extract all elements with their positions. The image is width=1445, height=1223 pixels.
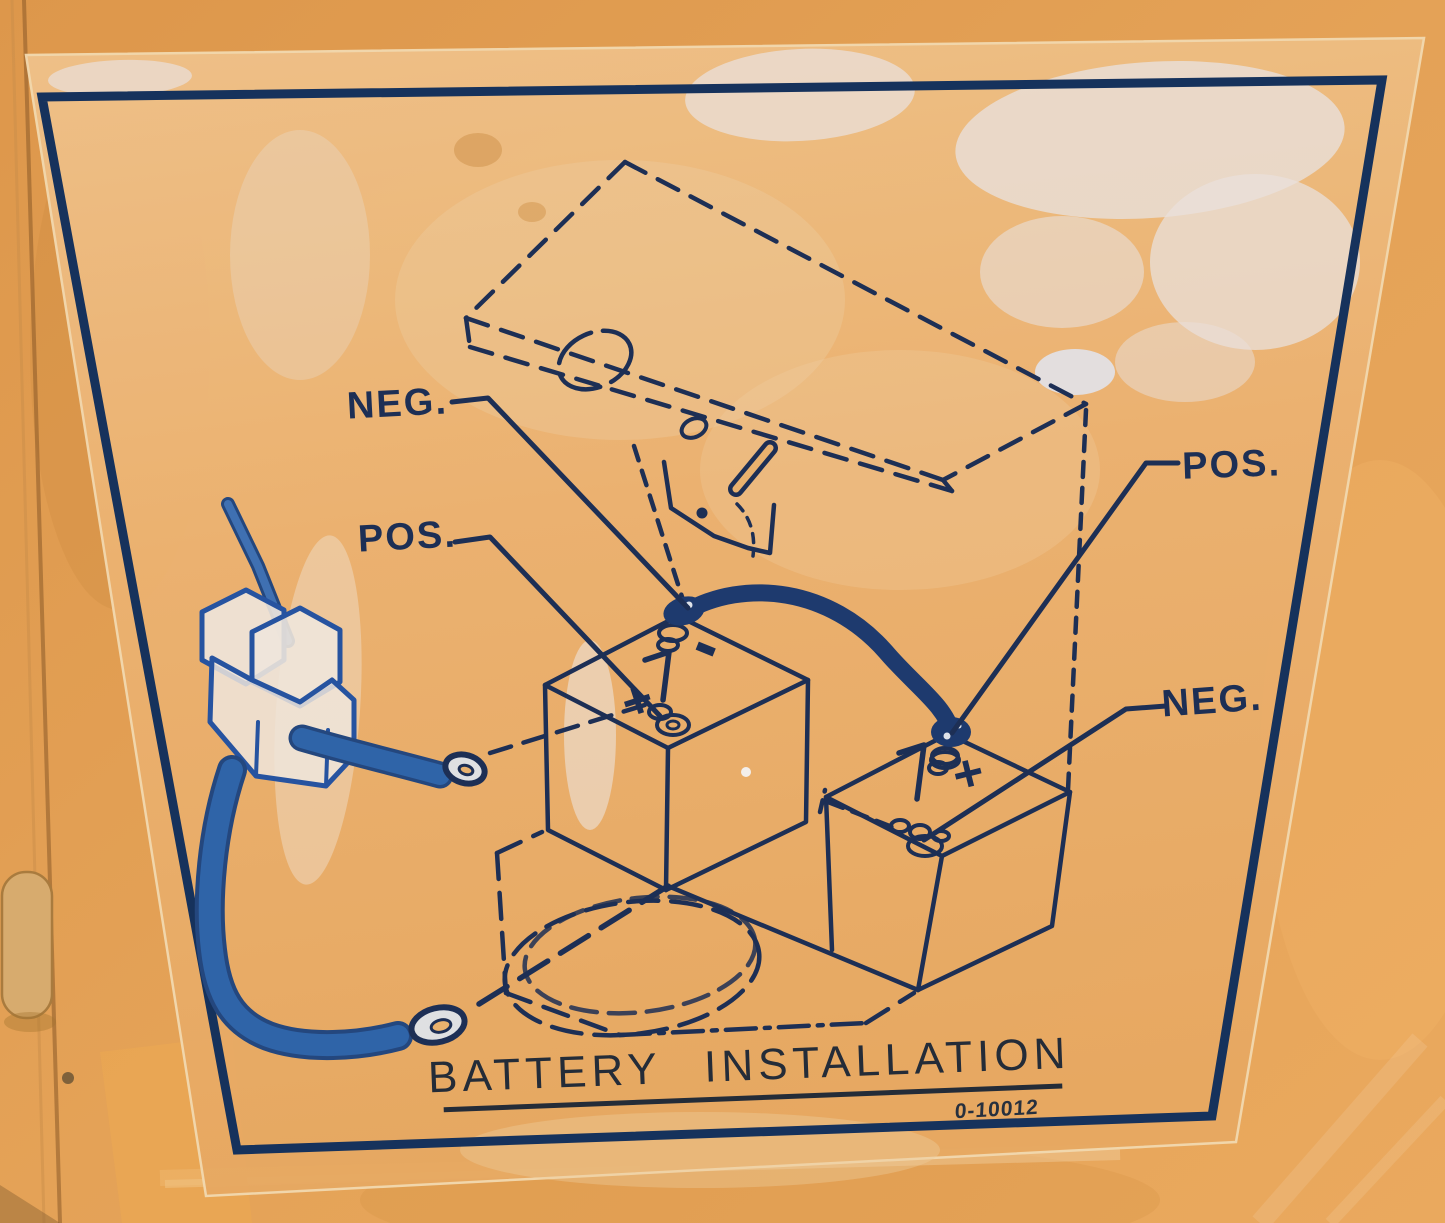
cover-small-hole [679,416,709,440]
jumper-clamp-left [663,596,705,626]
neg-dash-line [825,799,903,833]
cover-edge [940,477,955,494]
tray-edge [494,850,509,996]
tray-edge [863,990,917,1026]
positive-cable [292,728,450,785]
cover-edge [463,315,473,350]
cable-ring-on-post [655,713,691,737]
callout-line-left-pos [452,534,663,719]
battery-front-edge [663,745,671,893]
tray-oval-outline [502,898,762,1038]
cover-edge [622,159,1089,407]
worn-patches [48,48,1360,1188]
battery-right-face [663,677,811,893]
label-left-neg: NEG. [346,380,449,427]
part-number: 0-10012 [954,1096,1039,1123]
callout-line-right-pos [949,460,1181,736]
callout-leaders [449,395,1181,843]
scratch-mark [1325,1095,1445,1223]
guide-line-left [631,443,686,603]
ring-terminal-lower-hole [429,1018,453,1034]
decal-sticker: NEG. POS. POS. NEG. + + - BATTERY INSTAL… [24,36,1426,1198]
tray-edge [494,829,545,856]
cover-slot-inner [732,444,774,493]
paint-speck [62,1072,74,1084]
cover-edge [940,401,1089,483]
tray-oval-outline-2 [522,894,758,1016]
worn-spot [1035,349,1115,395]
cable-ring-hole [665,719,681,731]
battery-left-face [542,682,669,893]
title-underline [443,1083,1063,1113]
diagram [194,159,1089,1060]
bracket-hole [696,507,708,519]
clamp-highlight [943,732,951,740]
worn-spot [700,350,1100,590]
battery-right-face [915,789,1073,993]
tray-edge [617,1020,869,1038]
callout-line-left-neg [449,395,691,611]
machine-cable-assembly [194,497,488,1060]
clamp-nut [929,750,961,770]
panel-gap-highlight [10,0,46,1223]
scratch-mark [1252,1033,1428,1223]
negative-cable [198,759,409,1056]
cover-bracket [661,459,777,558]
ring-terminal-upper-hole [457,763,475,777]
battery-left-edge [823,794,835,953]
worn-spot [230,130,370,380]
label-left-pos: POS. [357,513,458,560]
paint-chip [518,202,546,222]
paint-chip [454,133,502,167]
panel-gap-line [22,0,62,1223]
door-hinge [0,870,54,1020]
worn-spot [48,59,192,97]
polarity-arrow-right [896,742,927,802]
battery-cover-outline [463,159,1089,494]
worn-dot [741,767,751,777]
polarity-arrow-left [642,649,672,703]
decal-surface [24,36,1426,1198]
tray-edge [503,990,623,1038]
worn-spot [1150,174,1360,350]
left-battery [542,613,811,893]
cover-edge [463,159,628,321]
wing-nut-center [908,823,932,841]
cable-route-line [665,883,921,993]
worn-spot [1115,322,1255,402]
cover-edge [463,315,946,483]
pos-cable-dashed-leader [487,701,651,756]
worn-spot [564,640,616,830]
bracket-outline [661,459,777,556]
battery-front-edge [915,853,945,993]
cover-oval-hole [556,328,634,392]
worn-spot [395,160,845,440]
label-right-pos: POS. [1181,442,1281,487]
cover-edge [467,344,955,494]
label-right-neg: NEG. [1160,677,1264,726]
cable-route-dashed [476,883,671,1007]
battery-tray-outline [494,829,917,1038]
hinge-shadow [4,1012,56,1032]
decal-border-frame [36,75,1388,1155]
jumper-cable-body [676,584,961,742]
callout-line-right-neg [921,703,1169,843]
bracket-dashed-edge [735,502,756,558]
worn-spot [980,216,1144,328]
neg-dash-line [817,787,828,815]
worn-spot [685,48,915,142]
guide-line-right [1065,407,1089,793]
corner-shadow [0,1185,60,1223]
worn-spot [460,1112,940,1188]
